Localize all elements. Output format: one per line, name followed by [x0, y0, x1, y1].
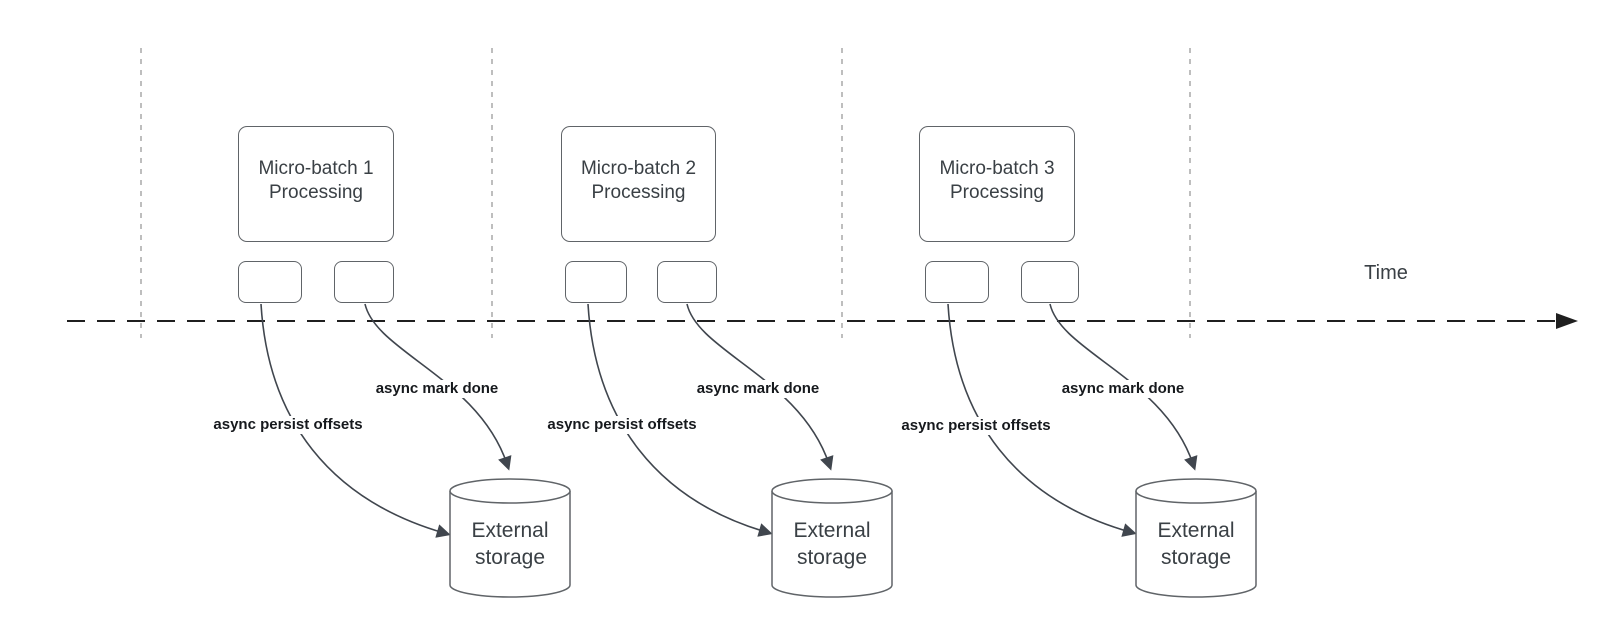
- external-storage-cylinder-1: [449, 478, 571, 598]
- external-storage-cylinder-3: [1135, 478, 1257, 598]
- micro-batch-3-subtitle: Processing: [950, 182, 1044, 203]
- persist-offsets-label-3: async persist offsets: [898, 417, 1054, 435]
- mark-done-arrow-1: [364, 303, 512, 471]
- micro-batch-2-subtitle: Processing: [591, 182, 686, 203]
- cylinder-top-2: [771, 478, 893, 504]
- persist-offsets-label-1: async persist offsets: [210, 416, 366, 434]
- mark-done-arrow-3: [1049, 303, 1198, 471]
- micro-batch-2-title: Micro-batch 2: [580, 158, 697, 179]
- cylinder-body-1: [449, 491, 571, 598]
- micro-batch-1-subtitle: Processing: [269, 182, 363, 203]
- micro-batch-2-box: Micro-batch 2 Processing: [561, 126, 716, 242]
- time-axis-label: Time: [1364, 262, 1408, 284]
- offset-commit-box-1a: [238, 261, 302, 303]
- external-storage-label-1-line2: storage: [474, 546, 546, 569]
- external-storage-label-2-line2: storage: [796, 546, 868, 569]
- persist-offsets-arrow-1: [260, 303, 451, 538]
- offset-commit-box-3a: [925, 261, 989, 303]
- micro-batch-3-title: Micro-batch 3: [939, 158, 1055, 179]
- persist-offsets-arrow-2: [587, 303, 773, 537]
- cylinder-body-2: [771, 491, 893, 598]
- external-storage-label-1: External storage: [450, 517, 570, 571]
- external-storage-label-2-line1: External: [793, 519, 871, 542]
- time-axis-arrowhead-icon: [1556, 313, 1578, 329]
- cylinder-body-3: [1135, 491, 1257, 598]
- mark-done-arrow-2: [686, 303, 834, 471]
- cylinder-top-3: [1135, 478, 1257, 504]
- external-storage-label-2: External storage: [772, 517, 892, 571]
- offset-commit-box-2b: [657, 261, 717, 303]
- external-storage-cylinder-2: [771, 478, 893, 598]
- micro-batch-3-box: Micro-batch 3 Processing: [919, 126, 1075, 242]
- external-storage-label-3-line1: External: [1157, 519, 1235, 542]
- offset-commit-box-3b: [1021, 261, 1079, 303]
- offset-commit-box-1b: [334, 261, 394, 303]
- external-storage-label-1-line1: External: [471, 519, 549, 542]
- micro-batch-1-box: Micro-batch 1 Processing: [238, 126, 394, 242]
- cylinder-top-1: [449, 478, 571, 504]
- external-storage-label-3-line2: storage: [1160, 546, 1232, 569]
- offset-commit-box-2a: [565, 261, 627, 303]
- mark-done-label-2: async mark done: [693, 380, 823, 398]
- mark-done-label-3: async mark done: [1058, 380, 1188, 398]
- micro-batch-1-title: Micro-batch 1: [258, 158, 374, 179]
- mark-done-label-1: async mark done: [372, 380, 502, 398]
- persist-offsets-arrow-3: [947, 303, 1137, 537]
- persist-offsets-label-2: async persist offsets: [544, 416, 700, 434]
- external-storage-label-3: External storage: [1136, 517, 1256, 571]
